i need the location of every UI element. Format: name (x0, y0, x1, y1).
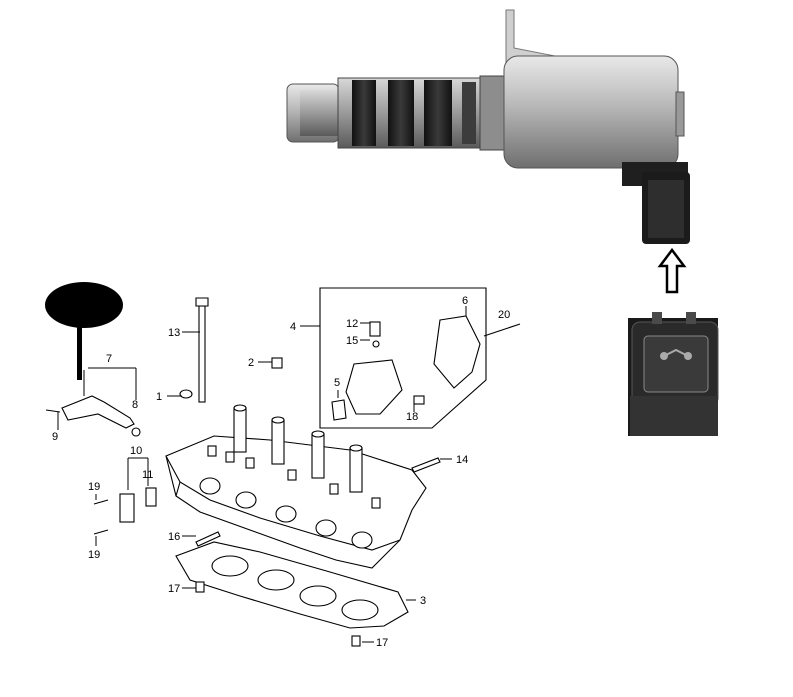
callout-labels: 1 2 3 4 5 6 7 8 9 10 11 12 13 14 15 16 1… (52, 295, 510, 649)
callout-14: 14 (456, 454, 468, 466)
callout-13: 13 (168, 327, 180, 339)
up-arrow-icon (657, 247, 687, 294)
callout-15: 15 (346, 335, 358, 347)
redaction-mark (45, 282, 123, 380)
callout-1: 1 (156, 391, 162, 403)
callout-16: 16 (168, 531, 180, 543)
callout-17a: 17 (168, 583, 180, 595)
callout-3: 3 (420, 595, 426, 607)
callout-7: 7 (106, 353, 112, 365)
callout-5: 5 (334, 377, 340, 389)
callout-11: 11 (142, 469, 153, 481)
callout-19a: 19 (88, 481, 100, 493)
vtc-solenoid-photo (286, 9, 690, 244)
callout-20: 20 (498, 309, 510, 321)
callout-10: 10 (130, 445, 142, 457)
connector-closeup-photo (628, 312, 719, 436)
callout-2: 2 (248, 357, 254, 369)
cylinder-head-line-art (45, 287, 521, 647)
callout-12: 12 (346, 318, 358, 330)
callout-8: 8 (132, 399, 138, 411)
leader-lines (57, 306, 467, 643)
callout-19b: 19 (88, 549, 100, 561)
callout-4: 4 (290, 321, 296, 333)
callout-6: 6 (462, 295, 468, 307)
callout-17b: 17 (376, 637, 388, 649)
callout-9: 9 (52, 431, 58, 443)
callout-18: 18 (406, 411, 418, 423)
